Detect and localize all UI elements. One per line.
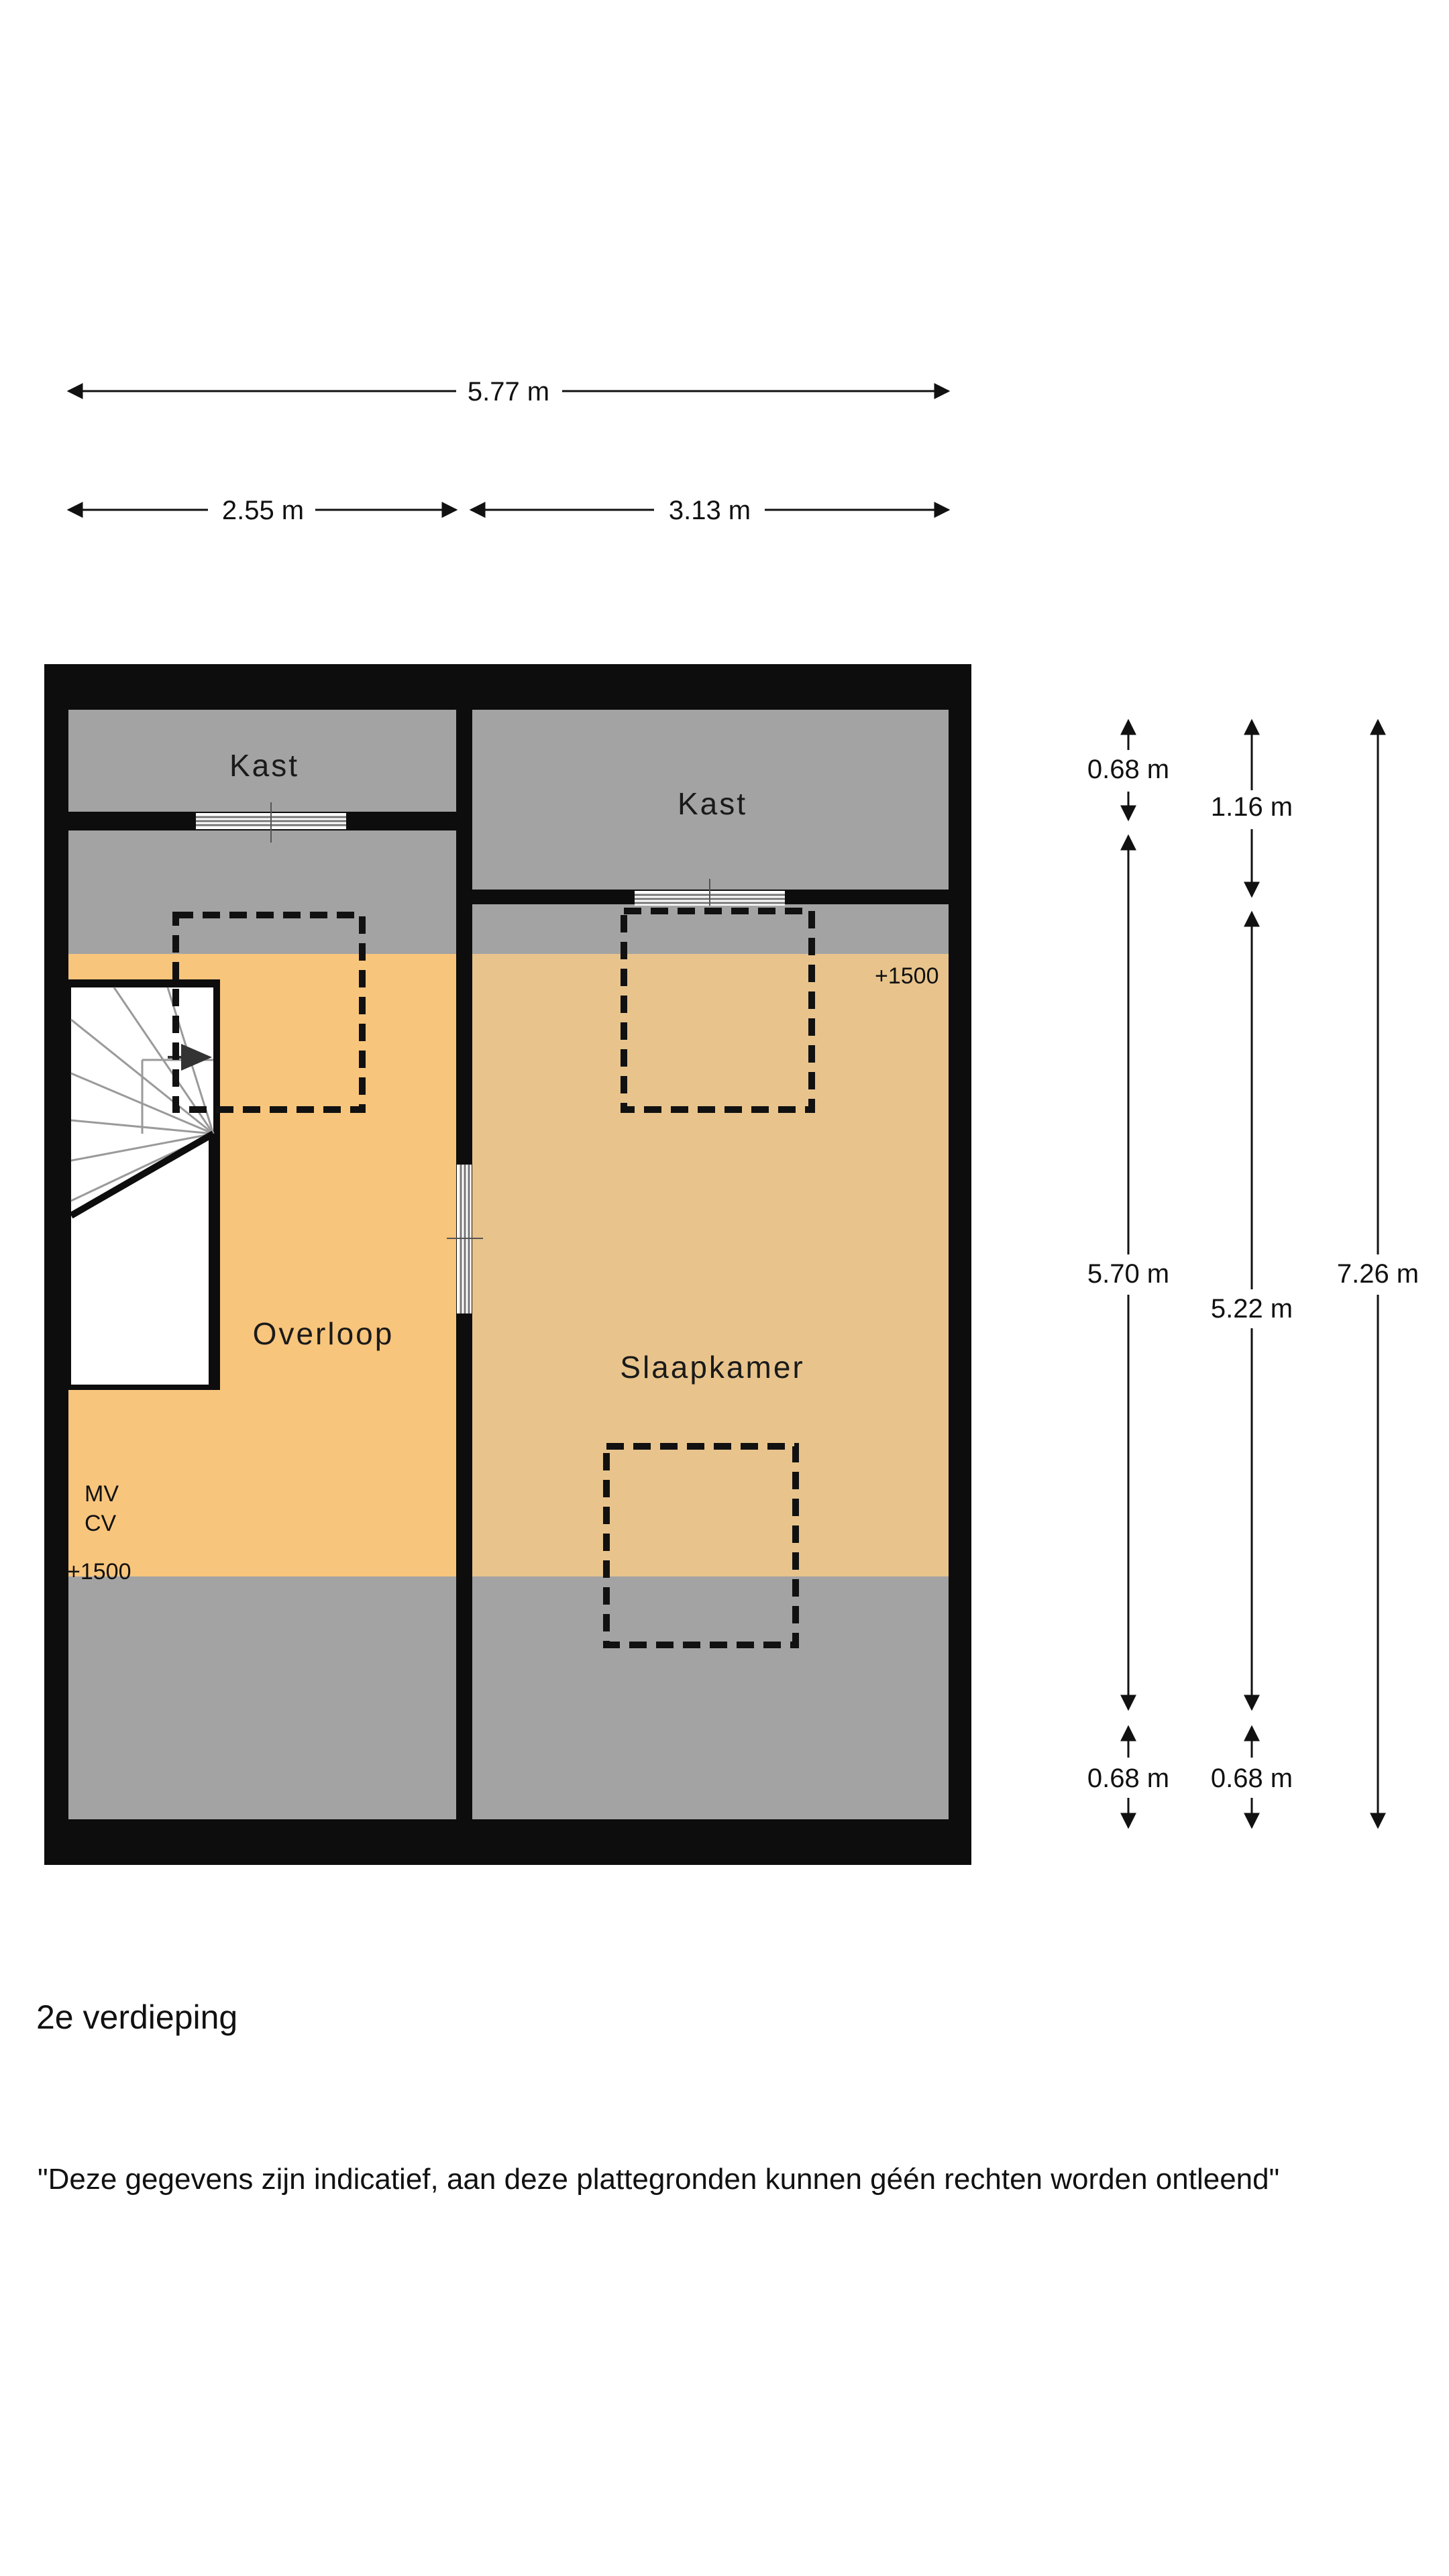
- left-width-label: 2.55 m: [222, 496, 304, 525]
- dimension-total-width: 5.77 m: [66, 377, 951, 407]
- col2-middle-label: 5.22 m: [1211, 1294, 1293, 1324]
- col1-middle-label: 5.70 m: [1087, 1259, 1169, 1289]
- skylight-slaapkamer-bottom: [603, 1443, 799, 1648]
- height-marker-left: +1500: [67, 1559, 131, 1585]
- room-label-kast-left: Kast: [229, 748, 299, 783]
- slaapkamer-floor: [472, 954, 949, 1576]
- skylight-overloop: [172, 912, 366, 1113]
- dimension-column-3: 7.26 m: [1337, 718, 1419, 1829]
- disclaimer-text: "Deze gegevens zijn indicatief, aan deze…: [38, 2163, 1280, 2196]
- room-label-overloop: Overloop: [253, 1316, 394, 1351]
- room-label-kast-right: Kast: [678, 786, 747, 821]
- col2-top-label: 1.16 m: [1211, 792, 1293, 822]
- door-kast-right: [635, 879, 785, 906]
- col2-bottom-label: 0.68 m: [1211, 1764, 1293, 1793]
- label-cv: CV: [85, 1511, 117, 1536]
- label-mv: MV: [85, 1481, 119, 1507]
- dimension-column-1: 0.68 m 5.70 m 0.68 m: [1087, 718, 1169, 1829]
- dimension-column-2: 1.16 m 5.22 m 0.68 m: [1211, 718, 1293, 1829]
- kast-left-area: [68, 710, 456, 812]
- skylight-slaapkamer-top: [621, 908, 815, 1113]
- col1-top-label: 0.68 m: [1087, 755, 1169, 784]
- stairwell: [64, 979, 220, 1390]
- floor-label: 2e verdieping: [36, 1998, 238, 2036]
- total-width-label: 5.77 m: [468, 377, 549, 407]
- door-kast-left: [196, 802, 346, 843]
- height-marker-right: +1500: [875, 963, 939, 989]
- col3-total-label: 7.26 m: [1337, 1259, 1419, 1289]
- door-slaapkamer: [447, 1165, 483, 1313]
- kast-right-area: [472, 710, 949, 890]
- dimension-left-width: 2.55 m: [66, 496, 458, 525]
- right-width-label: 3.13 m: [669, 496, 751, 525]
- room-label-slaapkamer: Slaapkamer: [620, 1350, 804, 1385]
- col1-bottom-label: 0.68 m: [1087, 1764, 1169, 1793]
- dimension-right-width: 3.13 m: [469, 496, 951, 525]
- floor-plan-drawing: Kast Kast Overloop Slaapkamer MV CV +150…: [44, 664, 971, 1865]
